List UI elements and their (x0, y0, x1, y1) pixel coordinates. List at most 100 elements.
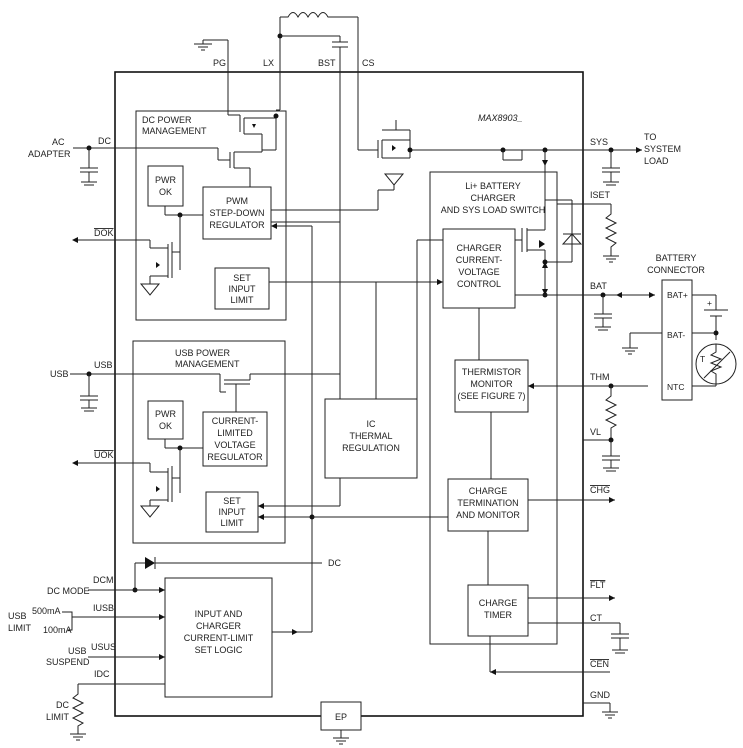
tm-line3: (SEE FIGURE 7) (457, 391, 525, 401)
ac-label: AC (52, 137, 65, 147)
set-input-limit-dc-block (214, 267, 270, 310)
dc-diode-label: DC (328, 558, 341, 568)
battery-connector: BATTERY CONNECTOR BAT+ BAT- NTC + T (622, 253, 737, 401)
pwr-ok-dc-line2: OK (159, 187, 172, 197)
load-label: LOAD (644, 156, 669, 166)
sys-load-output: TO SYSTEM LOAD (557, 132, 681, 263)
li-title-3: AND SYS LOAD SWITCH (441, 205, 546, 215)
thermistor-t-label: T (700, 354, 705, 364)
battery-label: BATTERY (656, 253, 697, 263)
pin-vl: VL (590, 427, 601, 437)
dc-limit-label-1: DC (56, 700, 69, 710)
ntc-label: NTC (667, 382, 684, 392)
usb-input: USB USB (50, 360, 113, 412)
usb-ext-label: USB (50, 369, 69, 379)
dc-power-mosfets (94, 109, 280, 187)
pin-sys: SYS (590, 137, 608, 147)
thermal-line1: IC (367, 419, 377, 429)
sil-dc-line1: SET (233, 273, 251, 283)
pin-flt: FLT (590, 580, 606, 590)
usb-limit-label-2: LIMIT (8, 623, 32, 633)
adapter-label: ADAPTER (28, 149, 71, 159)
cc-line1: CHARGER (456, 243, 502, 253)
bat-capacitor (594, 295, 612, 331)
usb-power-mgmt-title-1: USB POWER (175, 348, 231, 358)
dc-diode: DC (132, 557, 341, 593)
sil-dc-line3: LIMIT (230, 295, 254, 305)
sil-usb-line2: INPUT (219, 507, 247, 517)
il-line1: INPUT AND (195, 609, 243, 619)
pwr-ok-dc-line1: PWR (155, 175, 176, 185)
usb-500ma-label: 500mA (32, 606, 61, 616)
usb-power-mosfet (94, 373, 340, 412)
internal-wiring (258, 173, 448, 635)
clr-line3: VOLTAGE (214, 440, 255, 450)
usb-suspend-label-2: SUSPEND (46, 657, 90, 667)
clr-line2: LIMITED (217, 428, 253, 438)
dc-power-management-box (135, 110, 287, 321)
pin-chg: CHG (590, 485, 610, 495)
pin-bst: BST (318, 58, 336, 68)
tm-line2: MONITOR (470, 379, 513, 389)
pin-gnd: GND (590, 690, 611, 700)
pwr-ok-block-dc (147, 165, 184, 207)
thermal-line3: REGULATION (342, 443, 400, 453)
pin-idc: IDC (94, 669, 110, 679)
cc-line4: CONTROL (457, 279, 501, 289)
connector-label: CONNECTOR (647, 265, 705, 275)
bat-plus-label: BAT+ (667, 290, 688, 300)
inductor (280, 12, 336, 19)
set-input-limit-usb-block (205, 491, 259, 533)
pin-uok: UOK (94, 450, 114, 460)
bat-minus-label: BAT- (667, 330, 685, 340)
pin-ct: CT (590, 613, 602, 623)
usb-power-management-box (132, 340, 286, 544)
ep-label: EP (335, 712, 347, 722)
sys-path (358, 120, 642, 262)
charge-termination-block (447, 478, 529, 532)
pwr-ok-usb-line1: PWR (155, 409, 176, 419)
cc-line3: VOLTAGE (458, 267, 499, 277)
thermal-line2: THERMAL (349, 431, 392, 441)
pin-cs: CS (362, 58, 375, 68)
clr-line1: CURRENT- (212, 416, 259, 426)
dok-output: DOK (72, 206, 203, 296)
pwr-ok-block-usb (147, 400, 184, 440)
pwm-regulator-block (202, 186, 272, 240)
thm-vl-network (583, 386, 620, 472)
il-line4: SET LOGIC (195, 645, 243, 655)
usb-power-mgmt-title-2: MANAGEMENT (175, 359, 240, 369)
exposed-pad: EP (320, 701, 362, 745)
to-label: TO (644, 132, 656, 142)
dc-power-mgmt-title-2: MANAGEMENT (142, 126, 207, 136)
charger-wiring (478, 228, 655, 675)
pin-dcm: DCM (93, 575, 114, 585)
battery-plus-sign: + (707, 298, 712, 308)
clr-line4: REGULATOR (207, 452, 263, 462)
li-battery-charger-box (429, 171, 558, 645)
current-limited-regulator-block (202, 411, 268, 467)
ep-box (320, 701, 362, 731)
li-title-2: CHARGER (470, 193, 516, 203)
il-line2: CHARGER (196, 621, 242, 631)
pwr-ok-usb-line2: OK (159, 421, 172, 431)
pin-thm: THM (590, 372, 610, 382)
pin-pg: PG (213, 58, 226, 68)
pin-cen: CEN (590, 659, 609, 669)
pin-iset: ISET (590, 190, 611, 200)
top-pins: PG LX BST CS (194, 12, 375, 222)
right-pins: SYS ISET BAT THM VL CHG FLT CT CEN GND (590, 137, 611, 700)
dc-power-mgmt-title-1: DC POWER (142, 115, 192, 125)
li-title-1: Li+ BATTERY (465, 181, 520, 191)
usb-limit-label-1: USB (8, 611, 27, 621)
timer-line2: TIMER (484, 610, 512, 620)
system-label: SYSTEM (644, 144, 681, 154)
timer-line1: CHARGE (479, 598, 518, 608)
pwm-line3: REGULATOR (209, 220, 265, 230)
cc-line2: CURRENT- (456, 255, 503, 265)
usb-suspend-label-1: USB (68, 646, 87, 656)
ct-line3: AND MONITOR (456, 510, 520, 520)
il-line3: CURRENT-LIMIT (184, 633, 254, 643)
gnd-pin (583, 702, 618, 719)
